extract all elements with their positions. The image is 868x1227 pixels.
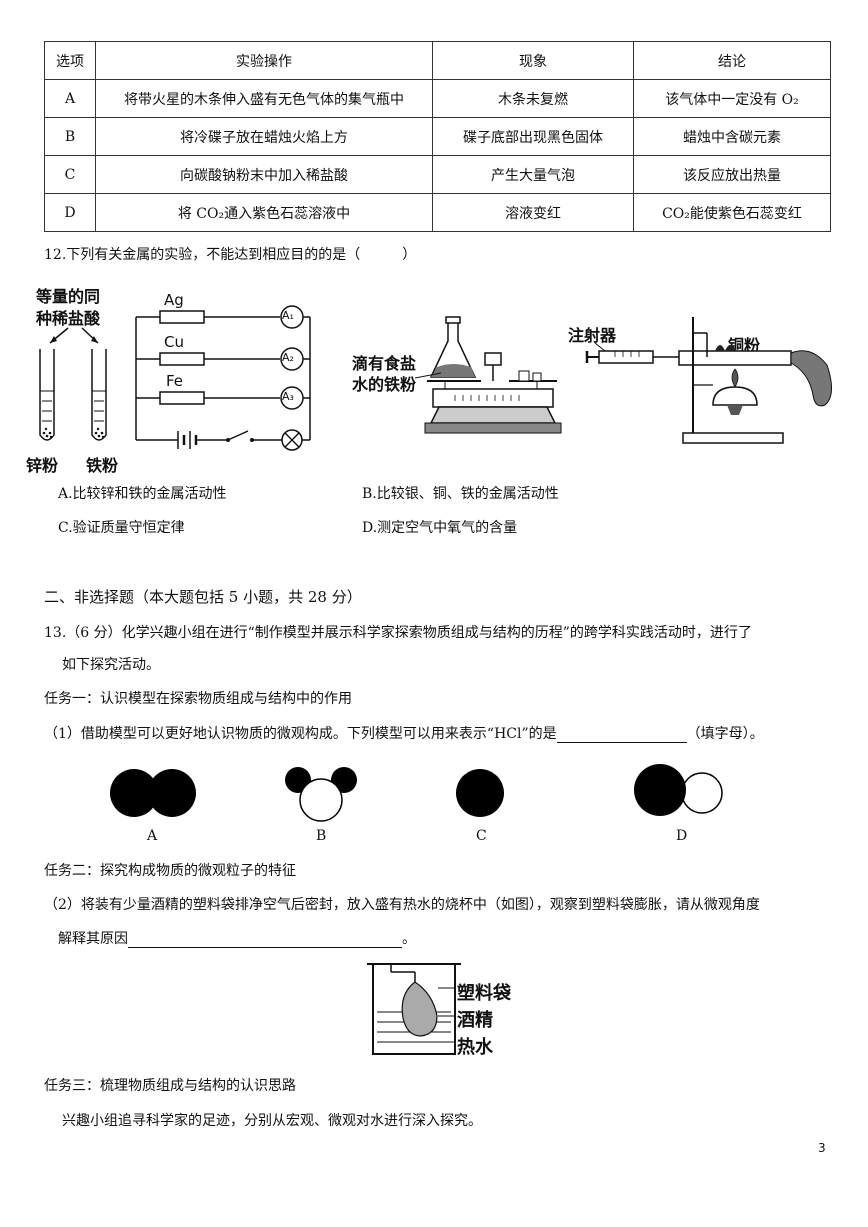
sub-question-1: （1）借助模型可以更好地认识物质的微观构成。下列模型可以用来表示“HCl”的是 （… <box>44 723 764 743</box>
plastic-bag-label: 塑料袋 <box>457 983 511 1004</box>
beaker-figure <box>367 963 461 1055</box>
sub1-text: （1）借助模型可以更好地认识物质的微观构成。下列模型可以用来表示“HCl”的是 <box>44 726 557 742</box>
section-title: 二、非选择题（本大题包括 5 小题，共 28 分） <box>44 588 362 606</box>
table-cell: 碟子底部出现黑色固体 <box>432 117 634 156</box>
question-12-stem: 12.下列有关金属的实验，不能达到相应目的的是（ ） <box>44 247 417 263</box>
answer-blank-2[interactable] <box>128 933 402 948</box>
model-d-atom-large <box>634 764 686 816</box>
hot-water-label: 热水 <box>457 1037 493 1058</box>
model-label-b: B <box>316 828 327 844</box>
table-row: A 将带火星的木条伸入盛有无色气体的集气瓶中 木条未复燃 该气体中一定没有 O₂ <box>44 79 831 118</box>
fig3-label-line1: 滴有食盐 <box>352 354 417 373</box>
table-row: B 将冷碟子放在蜡烛火焰上方 碟子底部出现黑色固体 蜡烛中含碳元素 <box>44 117 831 156</box>
fig1-label-line2: 种稀盐酸 <box>36 309 101 328</box>
metal-fe-label: Fe <box>166 372 184 390</box>
option-a: A.比较锌和铁的金属活动性 <box>58 486 227 502</box>
table-cell: 向碳酸钠粉末中加入稀盐酸 <box>95 155 433 194</box>
sub1-suffix: （填字母）。 <box>686 726 764 742</box>
table-cell: A <box>44 79 96 118</box>
model-a-atom-left <box>110 769 158 817</box>
task-3-heading: 任务三：梳理物质组成与结构的认识思路 <box>44 1078 296 1094</box>
option-c: C.验证质量守恒定律 <box>58 520 185 536</box>
table-cell: 产生大量气泡 <box>432 155 634 194</box>
fig1-label-line1: 等量的同 <box>36 287 101 306</box>
model-label-c: C <box>476 828 487 844</box>
table-cell: C <box>44 155 96 194</box>
question-11-table: 选项 实验操作 现象 结论 A 将带火星的木条伸入盛有无色气体的集气瓶中 木条未… <box>44 41 831 232</box>
table-cell: 将 CO₂通入紫色石蕊溶液中 <box>95 193 433 232</box>
sub2-text: 解释其原因 <box>58 931 128 947</box>
table-header-cell: 选项 <box>44 41 96 80</box>
table-cell: B <box>44 117 96 156</box>
sub-question-2-line2: 解释其原因 。 <box>58 928 416 948</box>
test-tubes-figure <box>39 327 107 441</box>
syringe-apparatus-figure <box>585 317 832 444</box>
table-cell: 溶液变红 <box>432 193 634 232</box>
molecule-models <box>110 764 723 822</box>
table-header-cell: 实验操作 <box>95 41 433 80</box>
metal-cu-label: Cu <box>164 333 184 351</box>
q13-intro-line1: 13.（6 分）化学兴趣小组在进行“制作模型并展示科学家探索物质组成与结构的历程… <box>44 625 752 641</box>
table-header-cell: 现象 <box>432 41 634 80</box>
metal-ag-label: Ag <box>164 291 184 309</box>
option-d: D.测定空气中氧气的含量 <box>362 520 518 536</box>
model-d-atom-small <box>681 772 723 814</box>
q13-intro-line2: 如下探究活动。 <box>62 657 160 673</box>
task-2-heading: 任务二：探究构成物质的微观粒子的特征 <box>44 863 296 879</box>
ammeter-a2-label: A₂ <box>282 351 294 364</box>
table-cell: 将冷碟子放在蜡烛火焰上方 <box>95 117 433 156</box>
table-cell: CO₂能使紫色石蕊变红 <box>633 193 831 232</box>
sub2-suffix: 。 <box>402 931 416 947</box>
page-number: 3 <box>818 1141 826 1155</box>
table-header-cell: 结论 <box>633 41 831 80</box>
zinc-powder-label: 锌粉 <box>26 456 59 475</box>
model-a-atom-right <box>148 769 196 817</box>
table-cell: 将带火星的木条伸入盛有无色气体的集气瓶中 <box>95 79 433 118</box>
model-b-atom-center <box>299 778 343 822</box>
table-row: D 将 CO₂通入紫色石蕊溶液中 溶液变红 CO₂能使紫色石蕊变红 <box>44 193 831 232</box>
model-c-atom <box>456 769 504 817</box>
table-cell: 蜡烛中含碳元素 <box>633 117 831 156</box>
syringe-label: 注射器 <box>568 326 617 345</box>
table-cell: 木条未复燃 <box>432 79 634 118</box>
alcohol-label: 酒精 <box>457 1010 493 1031</box>
table-cell: 该气体中一定没有 O₂ <box>633 79 831 118</box>
answer-blank-1[interactable] <box>556 728 687 743</box>
model-label-a: A <box>147 828 158 844</box>
ammeter-a1-label: A₁ <box>282 309 294 322</box>
ammeter-a3-label: A₃ <box>282 390 294 403</box>
table-header-row: 选项 实验操作 现象 结论 <box>44 41 831 80</box>
fig3-label-line2: 水的铁粉 <box>352 375 417 394</box>
iron-powder-label: 铁粉 <box>86 456 119 475</box>
model-label-d: D <box>676 828 688 844</box>
table-cell: D <box>44 193 96 232</box>
table-row: C 向碳酸钠粉末中加入稀盐酸 产生大量气泡 该反应放出热量 <box>44 155 831 194</box>
sub-question-2-line1: （2）将装有少量酒精的塑料袋排净空气后密封，放入盛有热水的烧杯中（如图），观察到… <box>44 897 760 913</box>
task-1-heading: 任务一：认识模型在探索物质组成与结构中的作用 <box>44 691 352 707</box>
balance-figure <box>415 316 562 434</box>
task-3-text: 兴趣小组追寻科学家的足迹，分别从宏观、微观对水进行深入探究。 <box>62 1113 482 1129</box>
beaker-leader-lines <box>438 987 456 1043</box>
option-b: B.比较银、铜、铁的金属活动性 <box>362 486 559 502</box>
circuit-figure <box>135 305 311 451</box>
table-cell: 该反应放出热量 <box>633 155 831 194</box>
